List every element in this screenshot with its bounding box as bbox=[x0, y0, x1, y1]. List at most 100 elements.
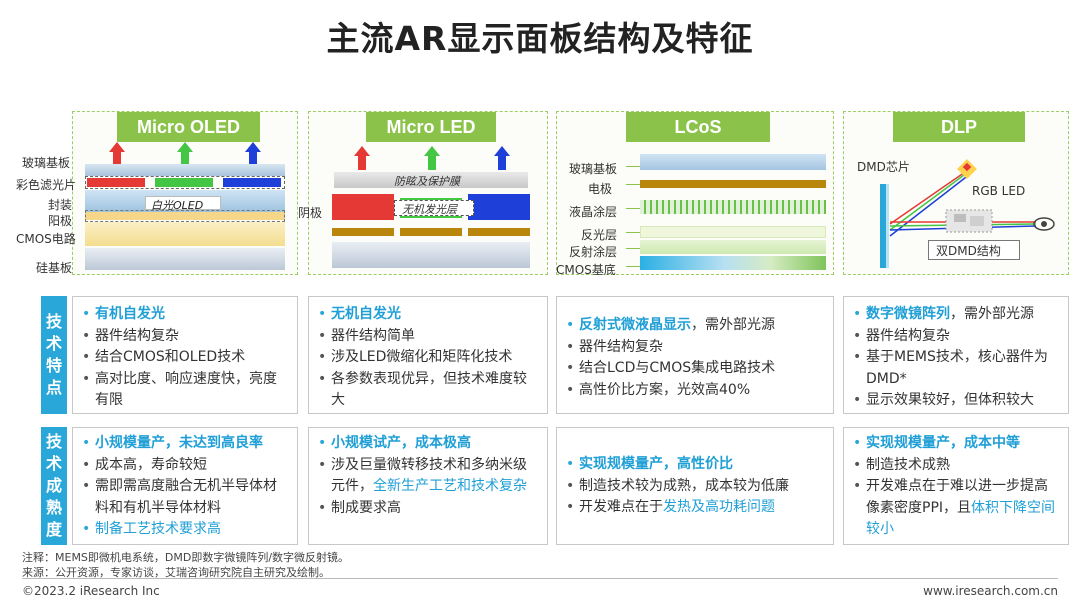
maturity-dlp-item-1: 制造技术成熟 bbox=[852, 455, 1060, 477]
oled-label-anode: 阳极 bbox=[48, 214, 73, 228]
feature-oled-item-3: 高对比度、响应速度快，亮度有限 bbox=[81, 369, 289, 412]
feature-dlp-item-1: 器件结构复杂 bbox=[852, 326, 1060, 348]
cmos-circuit-layer bbox=[85, 222, 285, 246]
feature-mled-item-2: 涉及LED微缩化和矩阵化技术 bbox=[317, 347, 539, 369]
feature-mled-highlight: 无机自发光 bbox=[317, 304, 539, 326]
inorganic-layer-label: 无机发光层 bbox=[402, 203, 457, 216]
lcos-label-lc: 液晶涂层 bbox=[569, 205, 618, 219]
mled-substrate-layer bbox=[332, 242, 530, 268]
oled-label-cathode: 阴极 bbox=[298, 206, 323, 220]
silicon-substrate-layer bbox=[85, 248, 285, 270]
dlp-optics-svg bbox=[880, 159, 1055, 268]
features-box-oled: 有机自发光 器件结构复杂 结合CMOS和OLED技术 高对比度、响应速度快，亮度… bbox=[72, 296, 298, 414]
tech-header-oled: Micro OLED bbox=[117, 112, 260, 142]
tech-header-dlp: DLP bbox=[893, 112, 1025, 142]
note-line: 注释：MEMS即微机电系统，DMD即数字微镜阵列/数字微反射镜。 bbox=[22, 551, 350, 564]
feature-oled-item-2: 结合CMOS和OLED技术 bbox=[81, 347, 289, 369]
white-oled-layer bbox=[145, 196, 221, 210]
mled-illustration: 防眩及保护膜 无机发光层 bbox=[320, 146, 536, 272]
oled-label-silicon: 硅基板 bbox=[36, 261, 73, 275]
lcos-reflective-coating bbox=[640, 240, 826, 254]
feature-oled-item-1: 器件结构复杂 bbox=[81, 326, 289, 348]
feature-mled-item-1: 器件结构简单 bbox=[317, 326, 539, 348]
maturity-dlp-item-2: 开发难点在于难以进一步提高像素密度PPI，且体积下降空间较小 bbox=[852, 476, 1060, 541]
footer-divider bbox=[22, 578, 1058, 579]
lcos-label-glass: 玻璃基板 bbox=[569, 162, 618, 176]
color-filter-blue bbox=[223, 178, 281, 187]
lcos-electrode-layer bbox=[640, 180, 826, 188]
maturity-box-mled: 小规模试产，成本极高 涉及巨量微转移技术和多纳米级元件，全新生产工艺和技术复杂 … bbox=[308, 427, 548, 545]
lcos-label-reflective: 反光层 bbox=[581, 228, 618, 242]
feature-oled-highlight: 有机自发光 bbox=[81, 304, 289, 326]
oled-label-glass: 玻璃基板 bbox=[22, 156, 71, 170]
maturity-dlp-highlight: 实现规模量产，成本中等 bbox=[852, 433, 1060, 455]
side-label-maturity: 技术成熟度 bbox=[41, 427, 67, 545]
lcos-glass-layer bbox=[640, 154, 826, 170]
feature-dlp-item-2: 基于MEMS技术，核心器件为DMD* bbox=[852, 347, 1060, 390]
dual-dmd-module bbox=[945, 209, 993, 233]
electrode-bar-3 bbox=[468, 228, 530, 236]
filter-dashed-outline bbox=[85, 176, 285, 189]
anode-dashed-outline bbox=[85, 210, 285, 222]
glass-substrate-layer bbox=[85, 164, 285, 176]
dlp-label-dual: 双DMD结构 bbox=[936, 244, 1001, 258]
features-box-lcos: 反射式微液晶显示，需外部光源 器件结构复杂 结合LCD与CMOS集成电路技术 高… bbox=[556, 296, 834, 414]
maturity-box-dlp: 实现规模量产，成本中等 制造技术成熟 开发难点在于难以进一步提高像素密度PPI，… bbox=[843, 427, 1069, 545]
features-side-text: 技术特点 bbox=[46, 312, 63, 397]
led-red bbox=[332, 194, 394, 220]
dlp-dual-box bbox=[928, 240, 1020, 260]
feature-lcos-highlight: 反射式微液晶显示，需外部光源 bbox=[565, 315, 825, 337]
lcos-cmos-substrate bbox=[640, 256, 826, 270]
maturity-side-text: 技术成熟度 bbox=[46, 432, 63, 539]
lcos-label-electrode: 电极 bbox=[588, 182, 613, 196]
features-box-mled: 无机自发光 器件结构简单 涉及LED微缩化和矩阵化技术 各参数表现优异，但技术难… bbox=[308, 296, 548, 414]
source-line: 来源：公开资源，专家访谈，艾瑞咨询研究院自主研究及绘制。 bbox=[22, 566, 330, 579]
dlp-label-chip: DMD芯片 bbox=[857, 160, 910, 174]
tech-header-lcos: LCoS bbox=[626, 112, 770, 142]
oled-illustration: 白光OLED bbox=[85, 142, 285, 272]
lcos-illustration bbox=[640, 150, 826, 274]
maturity-box-oled: 小规模量产，未达到高良率 成本高，寿命较短 需即需高度融合无机半导体材料和有机半… bbox=[72, 427, 298, 545]
maturity-oled-item-3: 制备工艺技术要求高 bbox=[81, 519, 289, 541]
lcos-leader-lines bbox=[620, 166, 640, 272]
lcos-label-cmos: CMOS基底 bbox=[556, 263, 616, 277]
features-box-dlp: 数字微镜阵列，需外部光源 器件结构复杂 基于MEMS技术，核心器件为DMD* 显… bbox=[843, 296, 1069, 414]
dmd-chip-bar bbox=[880, 184, 888, 268]
color-filter-red bbox=[87, 178, 145, 187]
maturity-mled-highlight: 小规模试产，成本极高 bbox=[317, 433, 539, 455]
feature-mled-item-3: 各参数表现优异，但技术难度较大 bbox=[317, 369, 539, 412]
maturity-oled-highlight: 小规模量产，未达到高良率 bbox=[81, 433, 289, 455]
eye-icon bbox=[1033, 217, 1055, 231]
side-label-features: 技术特点 bbox=[41, 296, 67, 414]
maturity-mled-item-2: 制成要求高 bbox=[317, 498, 539, 520]
footer-copyright: ©2023.2 iResearch Inc bbox=[22, 584, 160, 598]
inorganic-layer-box bbox=[394, 200, 474, 216]
feature-dlp-item-3: 显示效果较好，但体积较大 bbox=[852, 390, 1060, 412]
lcos-reflective-layer bbox=[640, 226, 826, 238]
anode-layer bbox=[85, 212, 285, 220]
led-blue bbox=[468, 194, 530, 220]
protective-film-label: 防眩及保护膜 bbox=[394, 175, 460, 188]
footer-website: www.iresearch.com.cn bbox=[923, 584, 1058, 598]
electrode-bar-2 bbox=[400, 228, 462, 236]
feature-lcos-item-2: 结合LCD与CMOS集成电路技术 bbox=[565, 358, 825, 380]
dlp-label-rgb: RGB LED bbox=[972, 184, 1026, 198]
white-oled-label: 白光OLED bbox=[151, 199, 204, 212]
maturity-oled-item-1: 成本高，寿命较短 bbox=[81, 455, 289, 477]
feature-lcos-item-3: 高性价比方案，光效高40% bbox=[565, 380, 825, 402]
protective-film-layer bbox=[334, 172, 528, 188]
maturity-box-lcos: 实现规模量产，高性价比 制造技术较为成熟，成本较为低廉 开发难点在于发热及高功耗… bbox=[556, 427, 834, 545]
tech-header-mled: Micro LED bbox=[366, 112, 496, 142]
oled-label-cmos: CMOS电路 bbox=[16, 232, 76, 246]
feature-dlp-highlight: 数字微镜阵列，需外部光源 bbox=[852, 304, 1060, 326]
oled-label-encapsulation: 封装 bbox=[48, 198, 73, 212]
lcos-liquid-crystal-layer bbox=[640, 200, 826, 214]
color-filter-green bbox=[155, 178, 213, 187]
maturity-oled-item-2: 需即需高度融合无机半导体材料和有机半导体材料 bbox=[81, 476, 289, 519]
electrode-bar-1 bbox=[332, 228, 394, 236]
feature-lcos-item-1: 器件结构复杂 bbox=[565, 337, 825, 359]
oled-label-filter: 彩色滤光片 bbox=[16, 178, 77, 192]
maturity-mled-item-1: 涉及巨量微转移技术和多纳米级元件，全新生产工艺和技术复杂 bbox=[317, 455, 539, 498]
maturity-lcos-item-1: 制造技术较为成熟，成本较为低廉 bbox=[565, 476, 825, 498]
maturity-lcos-highlight: 实现规模量产，高性价比 bbox=[565, 454, 825, 476]
